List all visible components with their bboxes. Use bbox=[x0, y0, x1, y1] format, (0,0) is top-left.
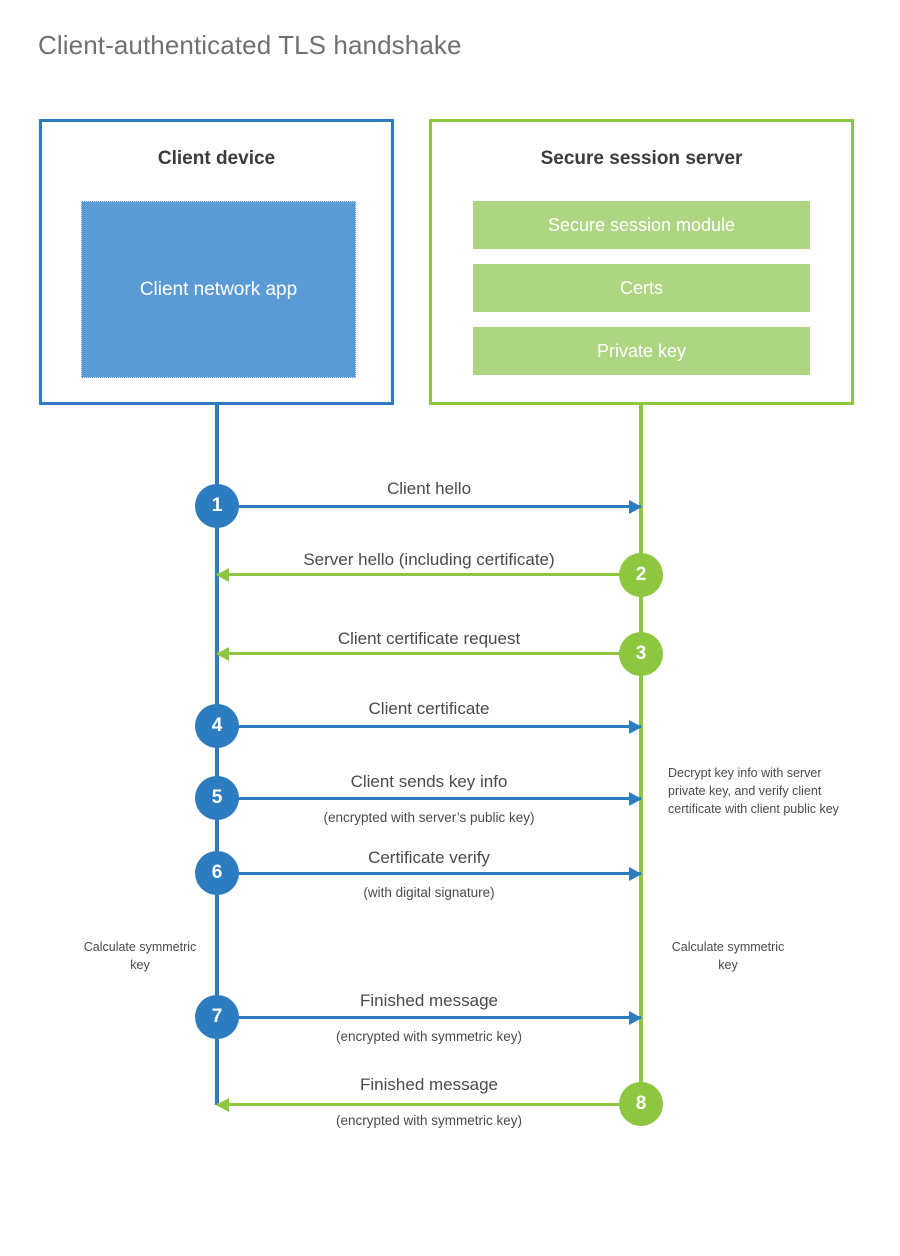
step-1-badge[interactable]: 1 bbox=[195, 484, 239, 528]
step-4-label: Client certificate bbox=[368, 699, 490, 718]
step-8-badge[interactable]: 8 bbox=[619, 1082, 663, 1126]
client-device-title: Client device bbox=[157, 148, 276, 169]
step-4-badge[interactable]: 4 bbox=[195, 704, 239, 748]
step-5-label: Client sends key info bbox=[350, 772, 508, 791]
step-8-label: Finished message bbox=[360, 1075, 498, 1094]
client-device-box: Client device Client network app bbox=[39, 119, 394, 405]
arrow-head-right-icon bbox=[629, 866, 642, 881]
step-8-arrow bbox=[216, 1097, 641, 1112]
step-3-arrow bbox=[216, 646, 641, 661]
server-component-certs: Certs bbox=[473, 264, 810, 312]
step-1-label: Client hello bbox=[386, 479, 472, 498]
step-2-badge[interactable]: 2 bbox=[619, 553, 663, 597]
page-title: Client-authenticated TLS handshake bbox=[38, 30, 462, 60]
step-5-arrow bbox=[217, 791, 642, 806]
client-lifeline bbox=[215, 405, 219, 1105]
step-1-arrow bbox=[217, 499, 642, 514]
step-7-label: Finished message bbox=[360, 991, 498, 1010]
step-6-label: Certificate verify bbox=[368, 848, 490, 867]
arrow-head-right-icon bbox=[629, 791, 642, 806]
step-3-label: Client certificate request bbox=[337, 629, 521, 648]
server-lifeline bbox=[639, 405, 643, 1105]
arrow-head-right-icon bbox=[629, 1010, 642, 1025]
step-8-sublabel: (encrypted with symmetric key) bbox=[335, 1113, 523, 1128]
server-component-private-key: Private key bbox=[473, 327, 810, 375]
step-3-badge[interactable]: 3 bbox=[619, 632, 663, 676]
step-6-arrow bbox=[217, 866, 642, 881]
step-4-arrow bbox=[217, 719, 642, 734]
step-7-badge[interactable]: 7 bbox=[195, 995, 239, 1039]
arrow-head-left-icon bbox=[216, 567, 229, 582]
client-network-app-block: Client network app bbox=[81, 201, 356, 378]
client-calculate-symmetric-key-note: Calculate symmetric key bbox=[83, 940, 197, 973]
step-7-sublabel: (encrypted with symmetric key) bbox=[335, 1029, 523, 1044]
server-decrypt-note: Decrypt key info with server private key… bbox=[668, 766, 839, 817]
server-component-secure-session-module: Secure session module bbox=[473, 201, 810, 249]
arrow-head-right-icon bbox=[629, 499, 642, 514]
step-7-arrow bbox=[217, 1010, 642, 1025]
step-6-badge[interactable]: 6 bbox=[195, 851, 239, 895]
arrow-head-right-icon bbox=[629, 719, 642, 734]
step-6-sublabel: (with digital signature) bbox=[363, 885, 495, 900]
secure-session-server-title: Secure session server bbox=[540, 148, 743, 169]
arrow-head-left-icon bbox=[216, 1097, 229, 1112]
step-5-badge[interactable]: 5 bbox=[195, 776, 239, 820]
arrow-head-left-icon bbox=[216, 646, 229, 661]
step-5-sublabel: (encrypted with server’s public key) bbox=[323, 810, 535, 825]
secure-session-server-box: Secure session server Secure session mod… bbox=[429, 119, 854, 405]
step-2-arrow bbox=[216, 567, 641, 582]
server-calculate-symmetric-key-note: Calculate symmetric key bbox=[671, 940, 785, 973]
step-2-label: Server hello (including certificate) bbox=[303, 550, 555, 569]
